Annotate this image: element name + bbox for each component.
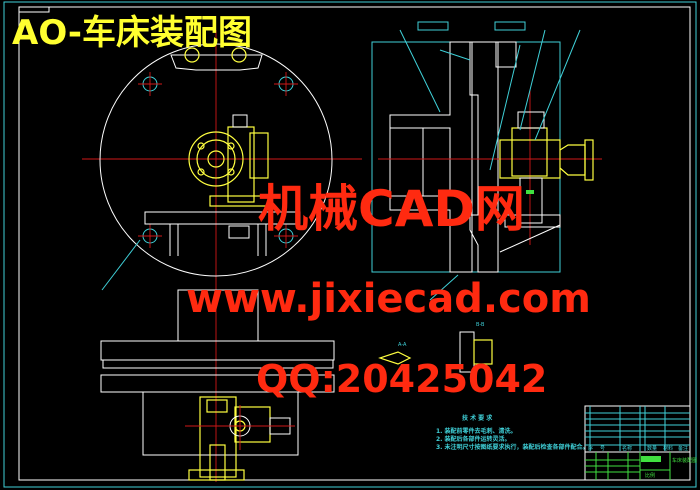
watermark-site-name: 机械CAD网 — [258, 180, 525, 238]
tb-header-material: 材料 — [663, 445, 673, 452]
tb-scale-label: 比例 — [645, 472, 655, 479]
tb-drawing-name: 车床装配图 — [672, 457, 697, 464]
top-clamp — [495, 41, 517, 68]
leader-line — [101, 239, 141, 291]
tolerance-frame — [417, 21, 449, 31]
faceplate-hatched — [469, 41, 499, 273]
section-label-b: B-B — [476, 322, 485, 328]
bore — [389, 127, 451, 197]
title-block: 序 号 名称 数量 材料 备注 车床装配图 比例 — [584, 405, 697, 481]
leader-lines — [399, 29, 581, 171]
front-view — [82, 30, 362, 482]
tb-header-no: 号 — [600, 446, 605, 452]
tb-header-remark: 备注 — [678, 445, 688, 452]
valve-assembly-front — [188, 114, 271, 207]
tb-stamp — [641, 456, 661, 462]
frame-corner-tab — [18, 6, 50, 13]
technical-requirements: 技 术 要 求 1. 装配前零件去毛刺、清洗。 2. 装配后各部件运转灵活。 3… — [436, 414, 589, 451]
outer-frame — [3, 1, 697, 488]
valve-assembly-bottom — [185, 396, 295, 481]
tb-header-name: 名称 — [622, 445, 632, 452]
inner-frame — [18, 6, 691, 481]
watermark-qq: QQ:20425042 — [256, 357, 547, 401]
drawing-title: AO-车床装配图 — [12, 13, 252, 53]
lower-housing — [142, 391, 299, 456]
carriage-plate-2 — [102, 359, 334, 369]
section-details: B-B A-A — [378, 322, 493, 373]
tech-req-item: 3. 未注明尺寸按图纸要求执行，装配后检查各部件配合。 — [436, 443, 589, 451]
watermark-url: www.jixiecad.com — [186, 276, 591, 322]
section-label-a: A-A — [398, 342, 407, 348]
top-bolt — [184, 47, 200, 63]
plate-legs — [169, 224, 267, 256]
chuck-disc-outline — [99, 43, 333, 277]
tb-header-qty: 数量 — [647, 445, 657, 452]
tech-req-item: 1. 装配前零件去毛刺、清洗。 — [436, 427, 517, 435]
side-section-view — [371, 21, 602, 301]
bolt-holes — [138, 72, 298, 248]
valve-assembly-side — [499, 111, 594, 228]
tb-header-seq: 序 — [588, 445, 593, 452]
top-slot — [170, 54, 263, 71]
top-bolt — [231, 47, 247, 63]
mounting-plate — [144, 211, 301, 225]
tech-req-item: 2. 装配后各部件运转灵活。 — [436, 435, 511, 443]
tolerance-frame — [494, 21, 526, 31]
tech-req-heading: 技 术 要 求 — [462, 414, 493, 422]
lower-nut — [228, 225, 250, 239]
